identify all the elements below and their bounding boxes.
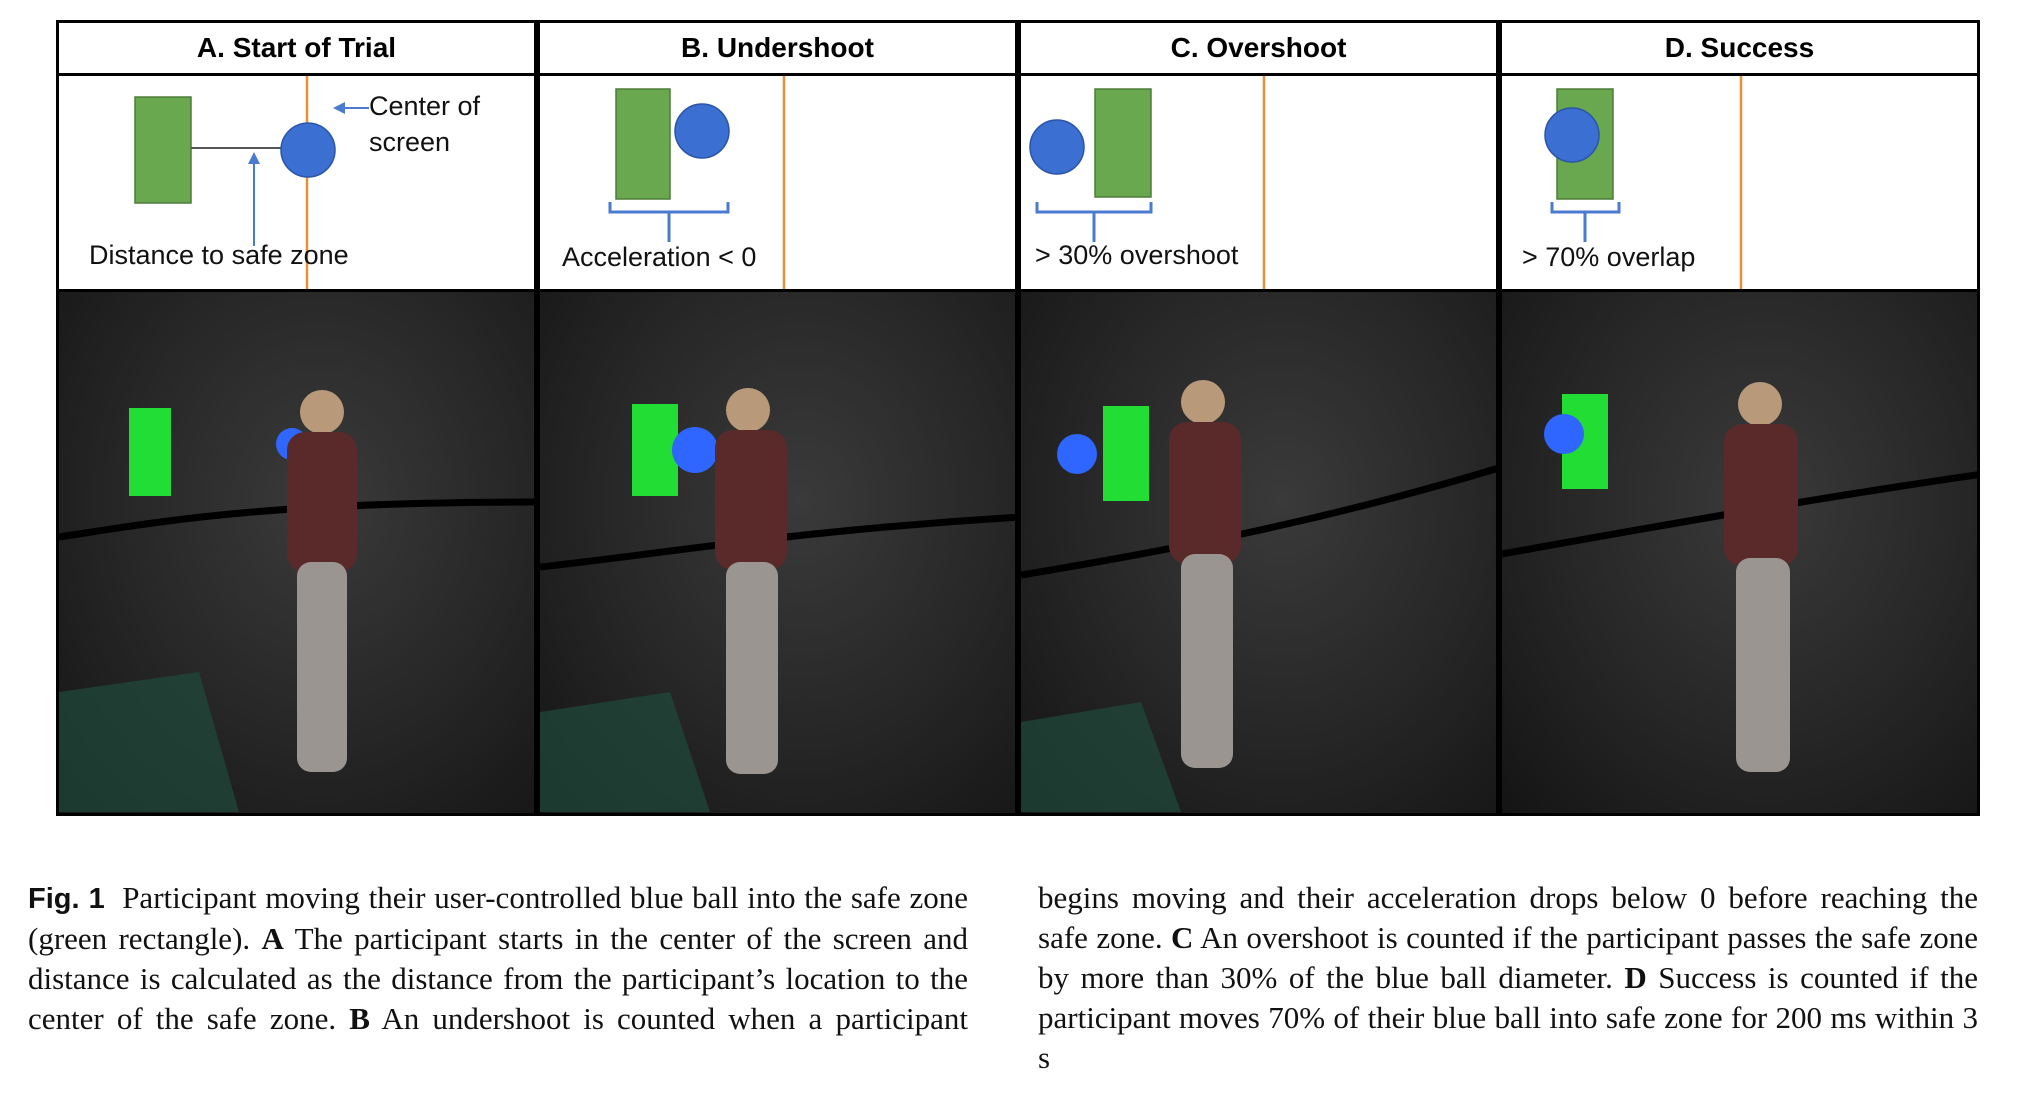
figure-1: A. Start of Trial Center of screen Dista… xyxy=(56,20,1980,816)
participant-head xyxy=(1738,382,1782,426)
panel-a-photo-scene xyxy=(59,390,534,812)
panel-c-title: C. Overshoot xyxy=(1018,20,1499,76)
panel-c-photo-scene xyxy=(1021,380,1496,812)
caption-text-a: The participant starts in the center of … xyxy=(28,921,968,1036)
participant-head xyxy=(726,388,770,432)
participant-torso xyxy=(1724,424,1798,566)
participant-legs xyxy=(1736,558,1790,772)
bracket xyxy=(1035,202,1153,242)
caption-text-d: Success is counted if the participant mo… xyxy=(1038,960,1979,1075)
participant-legs xyxy=(1181,554,1233,768)
panel-a-title: A. Start of Trial xyxy=(56,20,537,76)
projected-safe-zone xyxy=(632,404,678,496)
caption-marker-b: B xyxy=(349,1001,370,1036)
ball xyxy=(674,103,730,159)
safe-zone-rect xyxy=(615,88,671,200)
floor-belt xyxy=(59,672,239,812)
bracket xyxy=(608,202,730,242)
panel-b: B. Undershoot Acceleration < 0 xyxy=(537,20,1018,816)
projected-ball xyxy=(1544,414,1584,454)
panel-d-schematic xyxy=(1544,76,1743,289)
wall-bar xyxy=(59,498,534,541)
panel-d: D. Success > 70% overlap xyxy=(1499,20,1980,816)
panel-a-schematic xyxy=(134,76,369,289)
projected-ball xyxy=(1057,434,1097,474)
projected-ball xyxy=(672,427,718,473)
safe-zone-rect xyxy=(134,96,192,204)
bracket xyxy=(1550,202,1621,242)
caption-intro: Participant moving their user-controlled… xyxy=(28,880,968,956)
panel-c-photo xyxy=(1018,292,1499,816)
participant-legs xyxy=(297,562,347,772)
safe-zone-rect xyxy=(1094,88,1152,198)
panel-d-title: D. Success xyxy=(1499,20,1980,76)
caption-marker-a: A xyxy=(261,921,284,956)
participant-legs xyxy=(726,562,778,774)
distance-label: Distance to safe zone xyxy=(89,240,349,270)
panel-b-photo xyxy=(537,292,1018,816)
wall-bar xyxy=(1021,465,1496,579)
panel-b-diagram: Acceleration < 0 xyxy=(537,76,1018,292)
projected-safe-zone xyxy=(1103,406,1149,501)
panel-a-diagram: Center of screen Distance to safe zone xyxy=(56,76,537,292)
ball xyxy=(1544,107,1600,163)
participant-head xyxy=(300,390,344,434)
panel-b-title: B. Undershoot xyxy=(537,20,1018,76)
projected-safe-zone xyxy=(129,408,171,496)
participant-head xyxy=(1181,380,1225,424)
overshoot-condition-label: > 30% overshoot xyxy=(1035,240,1239,270)
caption-text-c: An overshoot is counted if the participa… xyxy=(1038,920,1978,995)
floor-belt xyxy=(1021,702,1181,812)
undershoot-condition-label: Acceleration < 0 xyxy=(562,242,757,272)
ball xyxy=(280,122,336,178)
ball xyxy=(1029,119,1085,175)
panel-d-photo xyxy=(1499,292,1980,816)
panel-d-photo-scene xyxy=(1502,382,1977,772)
panel-b-photo-scene xyxy=(540,388,1015,812)
panel-a: A. Start of Trial Center of screen Dista… xyxy=(56,20,537,816)
caption-left-column: Fig. 1 Participant moving their user-con… xyxy=(28,878,1978,1078)
success-condition-label: > 70% overlap xyxy=(1522,242,1696,272)
center-arrow-head xyxy=(333,102,345,114)
panel-b-schematic xyxy=(608,76,786,289)
floor-belt xyxy=(540,692,710,812)
distance-arrow-head xyxy=(248,152,260,164)
panel-c-schematic xyxy=(1029,76,1266,289)
figure-label: Fig. 1 xyxy=(28,883,105,915)
panel-a-photo xyxy=(56,292,537,816)
panel-d-diagram: > 70% overlap xyxy=(1499,76,1980,292)
center-of-screen-label: Center of screen xyxy=(369,91,481,157)
participant-torso xyxy=(287,432,357,572)
caption-marker-c: C xyxy=(1171,920,1194,955)
caption-text-b: An undershoot is counted when a particip… xyxy=(369,880,1978,1036)
panel-c: C. Overshoot > 30% overshoot xyxy=(1018,20,1499,816)
participant-torso xyxy=(1169,422,1241,564)
caption-marker-d: D xyxy=(1624,960,1647,995)
participant-torso xyxy=(715,430,787,570)
panel-c-diagram: > 30% overshoot xyxy=(1018,76,1499,292)
